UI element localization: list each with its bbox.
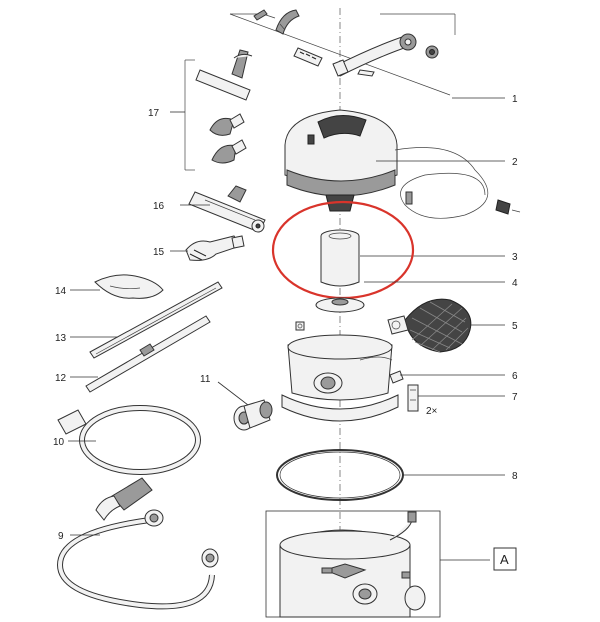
label-part-5: 5 (512, 321, 518, 332)
label-part-2: 2 (512, 157, 518, 168)
part-12-extension-tube (85, 315, 211, 393)
part-5-filter-bag (387, 298, 472, 353)
label-part-9: 9 (58, 531, 64, 542)
part-2-motor-head (284, 109, 521, 219)
part-11-hose-connector (233, 399, 273, 431)
label-part-10: 10 (53, 437, 65, 448)
label-part-8: 8 (512, 471, 518, 482)
label-detail-a: A (500, 552, 509, 567)
detail-a-tag (493, 547, 517, 571)
part-9-hose (56, 509, 219, 610)
part-15-upholstery-nozzle (185, 235, 245, 261)
label-part-12: 12 (55, 373, 67, 384)
part-1-handle-assembly (229, 9, 456, 96)
label-part-16: 16 (153, 201, 165, 212)
part-3-filter-cartridge (320, 229, 360, 287)
label-part-6: 6 (512, 371, 518, 382)
label-part-7: 7 (512, 392, 518, 403)
part-10-suction-hose (57, 405, 201, 521)
part-17-nozzle-set (184, 49, 253, 171)
part-16-floor-nozzle (188, 185, 266, 233)
label-part-17: 17 (148, 108, 160, 119)
label-part-11: 11 (200, 374, 211, 385)
label-part-13: 13 (55, 333, 67, 344)
label-part-7-quantity: 2× (426, 406, 438, 417)
detail-a-tank (265, 510, 441, 618)
part-14-cloth (94, 274, 164, 299)
leader-11 (217, 381, 249, 406)
part-4-filter-plate (315, 297, 365, 313)
label-part-3: 3 (512, 252, 518, 263)
part-6-upper-housing (281, 321, 404, 422)
label-part-15: 15 (153, 247, 165, 258)
label-part-1: 1 (512, 94, 518, 105)
label-part-4: 4 (512, 278, 518, 289)
part-13-extension-tube (89, 281, 223, 359)
label-part-14: 14 (55, 286, 67, 297)
part-7-clips (407, 384, 419, 412)
